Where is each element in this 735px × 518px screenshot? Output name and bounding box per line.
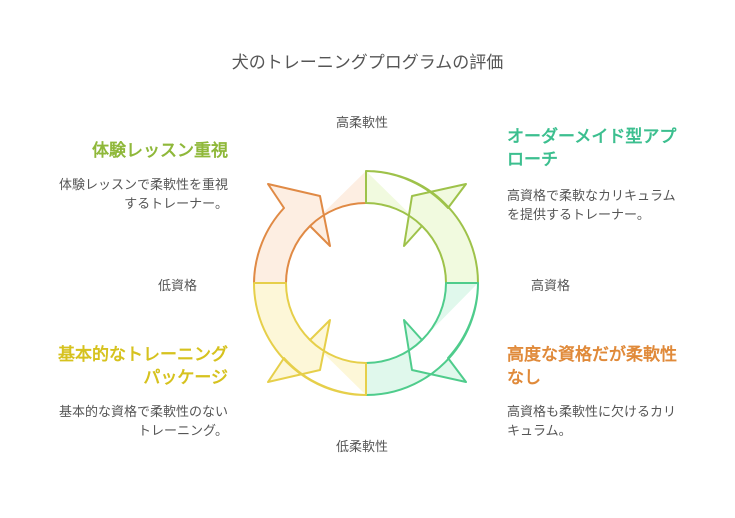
desc-bottom-left-line-2: トレーニング。 (138, 424, 228, 439)
heading-bottom-left: 基本的なトレーニング パッケージ (10, 344, 228, 390)
quad-bottom-left (253, 282, 367, 396)
heading-bottom-left-line-1: 基本的なトレーニング (58, 345, 228, 365)
heading-bottom-right-line-1: 高度な資格だが柔軟性 (507, 345, 677, 365)
heading-bottom-left-line-2: パッケージ (143, 368, 228, 388)
desc-bottom-right-line-1: 高資格も柔軟性に欠けるカリ (507, 405, 677, 420)
heading-top-right-line-1: オーダーメイド型アプ (507, 127, 677, 147)
desc-bottom-left: 基本的な資格で柔軟性のない トレーニング。 (10, 403, 228, 441)
heading-bottom-right: 高度な資格だが柔軟性 なし (507, 344, 727, 390)
desc-top-left: 体験レッスンで柔軟性を重視 するトレーナー。 (10, 176, 228, 214)
desc-top-right: 高資格で柔軟なカリキュラム を提供するトレーナー。 (507, 187, 727, 225)
axis-label-bottom: 低柔軟性 (336, 440, 389, 455)
axis-label-right: 高資格 (531, 279, 571, 294)
axis-label-left: 低資格 (158, 279, 198, 294)
desc-top-right-line-1: 高資格で柔軟なカリキュラム (507, 189, 676, 204)
heading-top-left: 体験レッスン重視 (92, 141, 228, 161)
desc-top-left-line-1: 体験レッスンで柔軟性を重視 (58, 178, 228, 193)
desc-bottom-right-line-2: キュラム。 (507, 424, 572, 439)
diagram-title: 犬のトレーニングプログラムの評価 (231, 53, 504, 73)
desc-top-right-line-2: を提供するトレーナー。 (507, 208, 650, 223)
heading-bottom-right-line-2: なし (507, 368, 541, 388)
heading-top-right: オーダーメイド型アプ ローチ (507, 126, 727, 172)
quad-bottom-right (365, 282, 479, 396)
desc-top-left-line-2: するトレーナー。 (124, 197, 228, 212)
desc-bottom-left-line-1: 基本的な資格で柔軟性のない (58, 405, 228, 420)
quad-top-left (253, 171, 367, 284)
axis-label-top: 高柔軟性 (336, 116, 389, 131)
heading-top-right-line-2: ローチ (507, 150, 558, 170)
quad-top-right (365, 170, 479, 284)
desc-bottom-right: 高資格も柔軟性に欠けるカリ キュラム。 (507, 403, 727, 441)
